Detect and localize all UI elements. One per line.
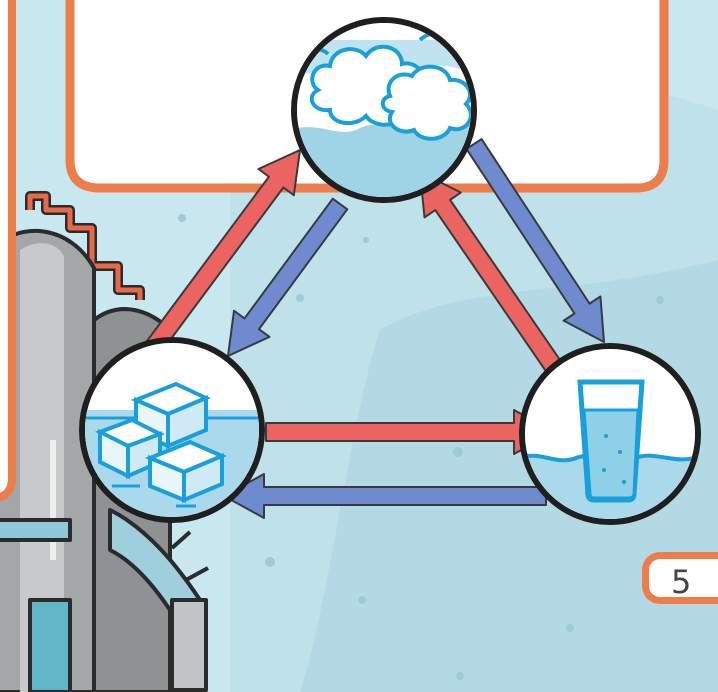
- ice-cubes-icon: [85, 343, 259, 517]
- blue-arrow-gas-to-liquid: [465, 138, 605, 343]
- clouds-icon: [297, 23, 471, 197]
- liquid-node: [519, 343, 701, 525]
- blue-arrow-gas-to-solid: [227, 197, 349, 357]
- gas-node: [291, 17, 477, 203]
- page-number: 5: [671, 563, 692, 601]
- arrow-group: [141, 138, 605, 519]
- red-arrow-solid-to-gas: [141, 149, 301, 359]
- solid-node: [79, 337, 265, 523]
- page-number-box: 5: [642, 552, 718, 604]
- glass-of-water-icon: [525, 349, 695, 519]
- left-frame: [0, 0, 16, 502]
- blue-arrow-liquid-to-solid: [223, 473, 547, 519]
